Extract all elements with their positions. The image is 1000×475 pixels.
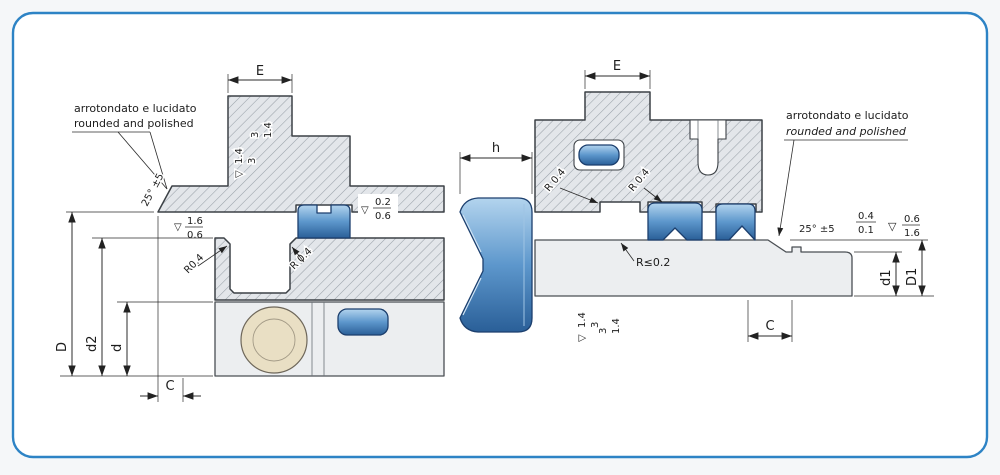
roughness-value: 0.6 (904, 214, 920, 225)
seal-profile (459, 197, 533, 333)
svg-text:3: 3 (598, 328, 609, 334)
roughness-value: 0.1 (858, 225, 874, 236)
dim-label-d: d (109, 342, 127, 353)
dim-label-E: E (256, 64, 264, 79)
roughness-value: 0.6 (375, 211, 391, 222)
svg-text:1.4: 1.4 (234, 148, 245, 164)
roughness-value: 0.2 (375, 197, 391, 208)
wiper-cross-section (715, 203, 756, 241)
dim-label-d2: d2 (84, 334, 102, 354)
seal-profile-view: h (459, 141, 533, 333)
pocket-seal (578, 144, 620, 166)
svg-text:1.4: 1.4 (263, 122, 274, 138)
svg-text:3: 3 (247, 158, 258, 164)
svg-text:▽: ▽ (577, 334, 588, 342)
leader-line (620, 242, 635, 262)
dim-label-D1: D1 (904, 266, 922, 287)
roughness-value: 0.4 (858, 211, 874, 222)
roughness-rotated-triangle: ▽ 1.4 3 (576, 311, 603, 344)
leader-line (197, 245, 228, 267)
roughness-rotated: 3 1.4 (249, 121, 276, 140)
roughness-rotated: 3 1.4 (597, 317, 624, 336)
dim-label-C: C (765, 319, 774, 334)
svg-text:3: 3 (250, 132, 261, 138)
svg-text:1.4: 1.4 (611, 318, 622, 334)
roughness-halo (358, 194, 398, 221)
note-english: rounded and polished (74, 117, 194, 130)
dim-label-d1: d1 (878, 268, 896, 288)
svg-text:3: 3 (590, 322, 601, 328)
chamfer-angle-label: 25° ±5 (799, 224, 835, 235)
bearing-roller (240, 306, 308, 374)
svg-text:D1: D1 (905, 268, 920, 286)
seal-lip-line (462, 214, 482, 316)
dim-label-C: C (165, 379, 174, 394)
leader-line (149, 131, 168, 190)
note-english: rounded and polished (786, 125, 907, 138)
roughness-icon: ▽ (361, 205, 369, 216)
svg-text:▽: ▽ (234, 170, 245, 178)
note-italian: arrotondato e lucidato (786, 109, 909, 122)
left-view: E arrotondato e lucidato rounded and pol… (54, 64, 445, 402)
left-seal-cross-section (297, 204, 351, 239)
svg-text:D: D (55, 342, 70, 352)
leader-line (559, 187, 599, 204)
dim-label-D: D (54, 340, 72, 353)
svg-text:d1: d1 (879, 269, 894, 286)
roughness-rotated-triangle: ▽ 1.4 3 (233, 147, 260, 180)
leader-line (291, 246, 305, 263)
roughness-value: 1.6 (187, 216, 203, 227)
radius-rod-groove-label: R≤0.2 (636, 256, 670, 269)
left-secondary-seal (337, 308, 389, 336)
svg-text:1.4: 1.4 (577, 312, 588, 328)
svg-text:d2: d2 (85, 335, 100, 352)
leader-line (777, 139, 795, 237)
dim-label-h: h (492, 141, 500, 156)
right-rod-section (534, 239, 853, 297)
bearing-roller-inner (252, 318, 296, 362)
note-italian: arrotondato e lucidato (74, 102, 197, 115)
dim-label-E: E (613, 59, 621, 74)
screw-silhouette (689, 119, 727, 176)
leader-line (117, 131, 168, 190)
leader-line (643, 187, 663, 203)
left-piston-section (214, 237, 445, 301)
rod-seal-cross-section (647, 202, 703, 241)
roughness-value: 0.6 (187, 230, 203, 241)
roughness-icon: ▽ (174, 222, 182, 233)
roughness-icon: ▽ (888, 220, 897, 233)
roughness-value: 1.6 (904, 228, 920, 239)
svg-text:d: d (110, 344, 125, 352)
right-view: E R 0.4 R 0.4 R≤0.2 arrotondato e lucida… (534, 59, 934, 344)
